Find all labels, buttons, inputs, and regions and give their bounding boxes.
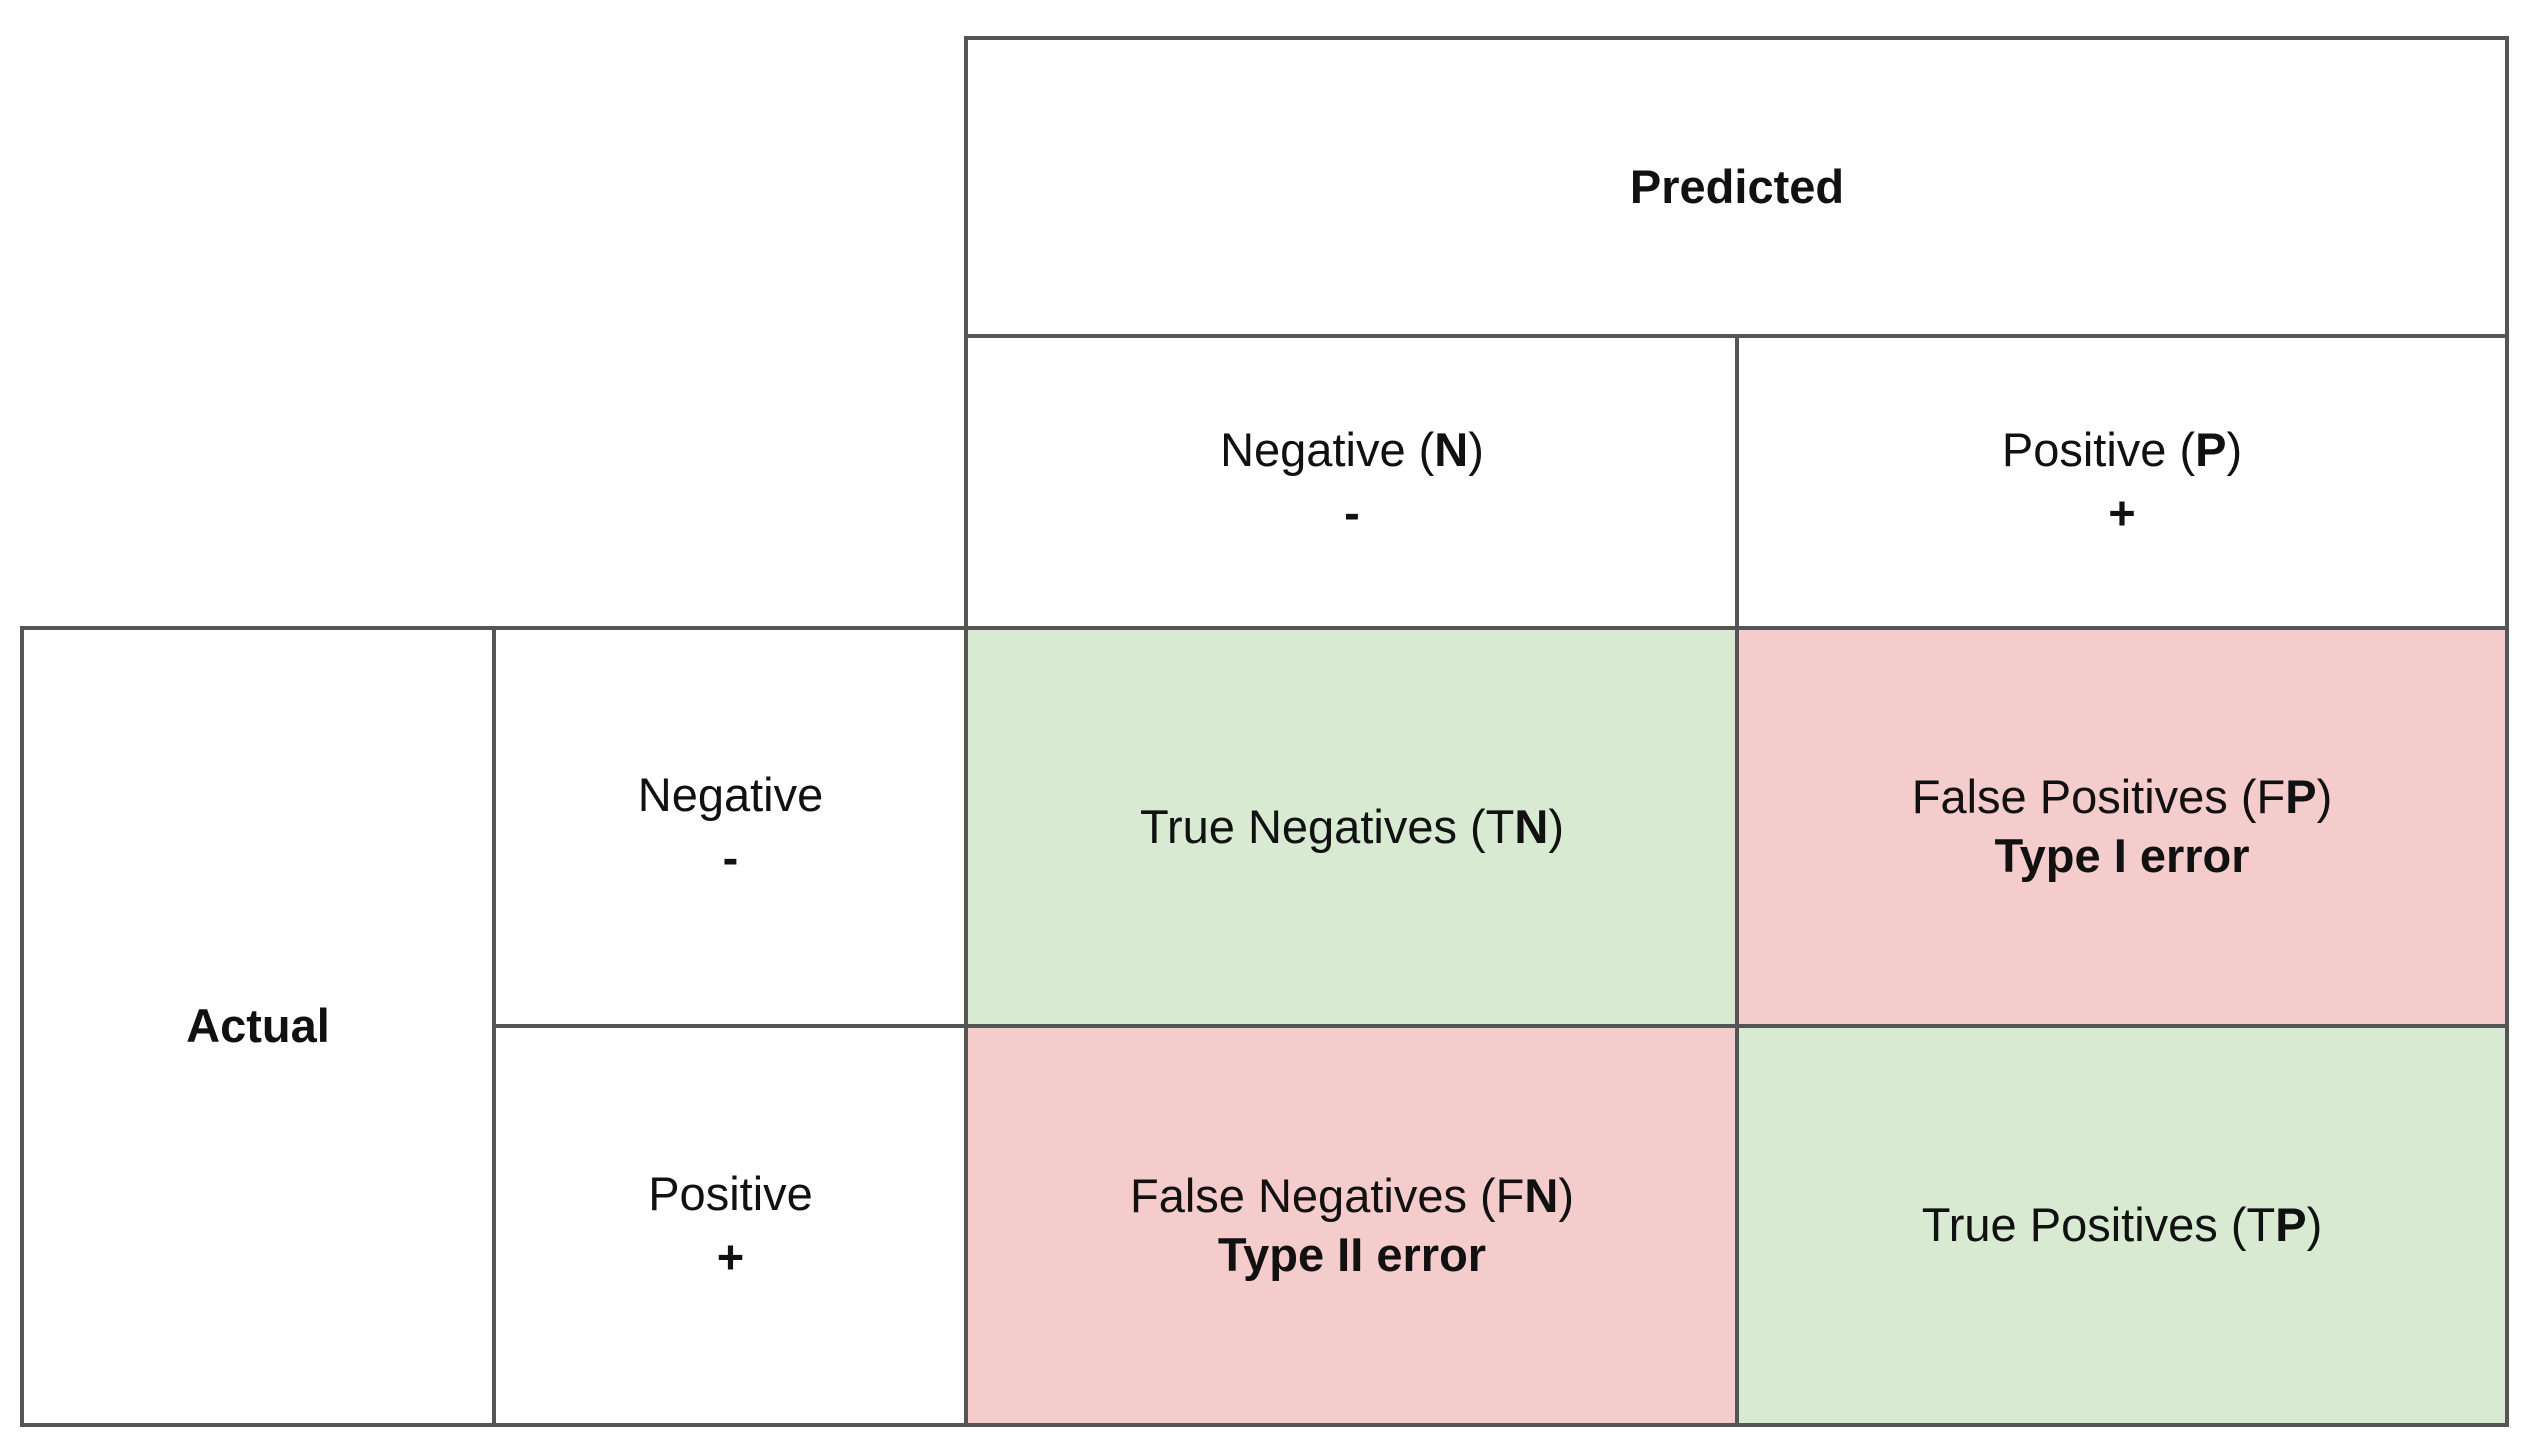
- false-positives-cell: False Positives (FP) Type I error: [1737, 628, 2507, 1026]
- type-i-error-label: Type I error: [1994, 829, 2250, 882]
- grid-line-class-divider: [1735, 334, 1739, 1427]
- predicted-header: Predicted: [1629, 159, 1845, 213]
- false-positives-label: False Positives (FP): [1911, 770, 2333, 824]
- false-negatives-cell: False Negatives (FN) Type II error: [967, 1026, 1737, 1425]
- grid-line-matrix-middle: [492, 1024, 2509, 1028]
- actual-negative-sign: -: [722, 831, 739, 884]
- actual-header-cell: Actual: [22, 628, 494, 1425]
- true-positives-label: True Positives (TP): [1921, 1198, 2323, 1252]
- true-negatives-label: True Negatives (TN): [1140, 799, 1564, 853]
- true-negatives-cell: True Negatives (TN): [967, 628, 1737, 1026]
- predicted-negative-header: Negative (N) -: [967, 336, 1737, 628]
- actual-negative-label: Negative: [637, 768, 824, 822]
- grid-line-left: [20, 626, 24, 1427]
- actual-positive-header: Positive +: [494, 1026, 967, 1425]
- actual-negative-header: Negative -: [494, 628, 967, 1026]
- type-ii-error-label: Type II error: [1217, 1227, 1487, 1281]
- grid-line-actual-divider: [492, 626, 496, 1427]
- predicted-header-cell: Predicted: [967, 38, 2507, 336]
- actual-header: Actual: [186, 999, 330, 1053]
- actual-positive-label: Positive: [648, 1166, 813, 1220]
- predicted-positive-header: Positive (P) +: [1737, 336, 2507, 628]
- predicted-positive-label: Positive (P): [2001, 423, 2243, 477]
- grid-line-bottom: [20, 1423, 2509, 1427]
- true-positives-cell: True Positives (TP): [1737, 1026, 2507, 1425]
- actual-positive-sign: +: [716, 1229, 745, 1283]
- predicted-positive-sign: +: [2108, 486, 2136, 539]
- grid-line-matrix-top: [20, 626, 2509, 630]
- false-negatives-label: False Negatives (FN): [1129, 1168, 1574, 1222]
- predicted-negative-label: Negative (N): [1220, 423, 1484, 477]
- predicted-negative-sign: -: [1344, 486, 1360, 539]
- grid-line-right: [2505, 36, 2509, 1427]
- grid-line-top: [964, 36, 2509, 40]
- grid-line-header-left: [964, 36, 968, 1427]
